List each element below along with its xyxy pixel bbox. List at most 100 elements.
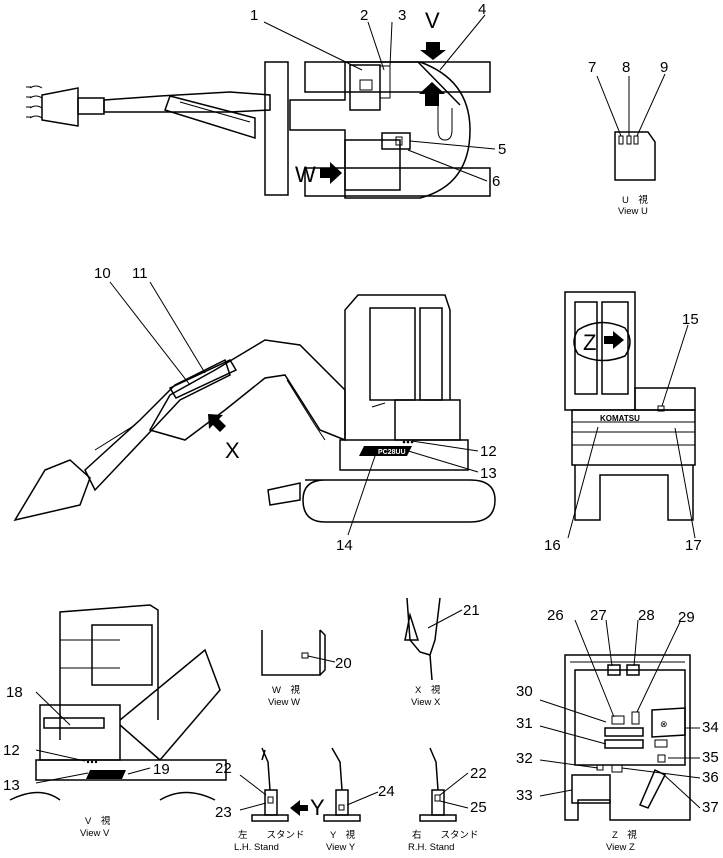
letter-v: V [425, 8, 440, 33]
rh-stand-caption-jp: 右 スタンド [412, 829, 479, 841]
canopy-roof [344, 139, 401, 191]
lh-stand-caption: L.H. Stand [234, 842, 279, 853]
view-v: 18 12 13 19 V 視 View V [3, 604, 227, 839]
track-upper [304, 61, 491, 93]
side-view-machine: PC28UU X 10 11 12 13 14 [13, 265, 497, 554]
model-decal-side [359, 446, 412, 456]
boom-side [148, 339, 346, 442]
view-u-caption-jp: U 視 [622, 194, 648, 206]
brand-decal-rear: KOMATSU [600, 414, 640, 423]
callout-23: 23 [215, 804, 232, 821]
boom-top [164, 95, 256, 140]
view-z: ⊗ 26 27 28 29 30 31 32 33 34 35 36 37 Z … [516, 607, 719, 853]
letter-y: Y [310, 795, 325, 820]
callout-37: 37 [702, 799, 719, 816]
callout-6: 6 [492, 173, 500, 190]
callout-12: 12 [480, 443, 497, 460]
callout-12-view-v: 12 [3, 742, 20, 759]
decal-18 [43, 717, 105, 729]
view-x: 21 X 視 View X [404, 597, 480, 708]
lh-stand-caption-jp: 左 スタンド [238, 829, 305, 841]
view-y-caption: View Y [326, 842, 356, 853]
view-u-panel [614, 131, 656, 181]
blade-top [264, 61, 289, 196]
view-u-caption: View U [618, 206, 648, 217]
view-u: 7 8 9 U 視 View U [588, 59, 668, 217]
callout-14: 14 [336, 537, 353, 554]
callout-3: 3 [398, 7, 406, 24]
rh-stand-caption: R.H. Stand [408, 842, 454, 853]
callout-25: 25 [470, 799, 487, 816]
model-decal-view-v [86, 770, 126, 779]
callout-22: 22 [215, 760, 232, 777]
arm-top [103, 91, 271, 113]
callout-5: 5 [498, 141, 506, 158]
callout-22-rh: 22 [470, 765, 487, 782]
callout-2: 2 [360, 7, 368, 24]
view-w-caption-jp: W 視 [272, 684, 300, 696]
callout-34: 34 [702, 719, 719, 736]
view-z-caption-jp: Z 視 [612, 829, 637, 841]
view-v-caption-jp: V 視 [85, 815, 111, 827]
callout-36: 36 [702, 769, 719, 786]
cab-view-v [59, 604, 159, 740]
bucket-top [26, 85, 105, 127]
engine-hood-rear [571, 409, 696, 466]
view-z-rating-plate: ⊗ [660, 719, 668, 729]
engine-cover-side [394, 399, 461, 441]
blade-side [267, 482, 301, 506]
view-v-caption: View V [80, 828, 110, 839]
rear-view-machine: KOMATSU Z 15 16 17 [544, 291, 702, 554]
model-decal-text: PC28UU [378, 449, 406, 456]
arrow-u-icon [419, 82, 445, 106]
callout-24: 24 [378, 783, 395, 800]
callout-35: 35 [702, 749, 719, 766]
cab-side [344, 294, 451, 440]
arrow-x-icon [208, 414, 226, 432]
view-z-caption: View Z [606, 842, 635, 853]
callout-7: 7 [588, 59, 596, 76]
bucket-side [13, 459, 91, 522]
top-view-machine: V W [26, 8, 496, 199]
callout-13: 13 [480, 465, 497, 482]
cab-door-window [369, 307, 416, 401]
callout-17: 17 [685, 537, 702, 554]
view-w-panel [261, 629, 326, 676]
arrow-v-icon [420, 42, 446, 60]
callout-18: 18 [6, 684, 23, 701]
view-y-caption-jp: Y 視 [330, 829, 356, 841]
callout-28: 28 [638, 607, 655, 624]
callout-19: 19 [153, 761, 170, 778]
letter-w: W [295, 162, 316, 187]
callout-33: 33 [516, 787, 533, 804]
seat-area [349, 64, 381, 111]
view-x-caption-jp: X 視 [415, 684, 441, 696]
callout-20: 20 [335, 655, 352, 672]
rh-stand: 22 25 右 スタンド R.H. Stand [408, 747, 487, 853]
view-x-caption: View X [411, 697, 441, 708]
view-x-arm [406, 597, 441, 681]
callout-16: 16 [544, 537, 561, 554]
callout-9: 9 [660, 59, 668, 76]
callout-1: 1 [250, 7, 258, 24]
callout-27: 27 [590, 607, 607, 624]
callout-15: 15 [682, 311, 699, 328]
arrow-y-icon [290, 800, 308, 816]
letter-x: X [225, 438, 240, 463]
callout-13-view-v: 13 [3, 777, 20, 794]
callout-30: 30 [516, 683, 533, 700]
callout-21: 21 [463, 602, 480, 619]
cab-rear-window [419, 307, 443, 401]
arm-side [84, 358, 231, 492]
top-view-callouts: 1 2 3 4 5 6 [250, 1, 506, 190]
callout-8: 8 [622, 59, 630, 76]
callout-11: 11 [132, 265, 148, 282]
view-z-bubble [573, 321, 631, 362]
callout-10: 10 [94, 265, 111, 282]
lh-stand: Y 22 23 左 スタンド L.H. Stand [215, 747, 325, 853]
callout-31: 31 [516, 715, 533, 732]
view-w-caption: View W [268, 697, 300, 708]
letter-z: Z [583, 330, 596, 355]
callout-29: 29 [678, 609, 695, 626]
